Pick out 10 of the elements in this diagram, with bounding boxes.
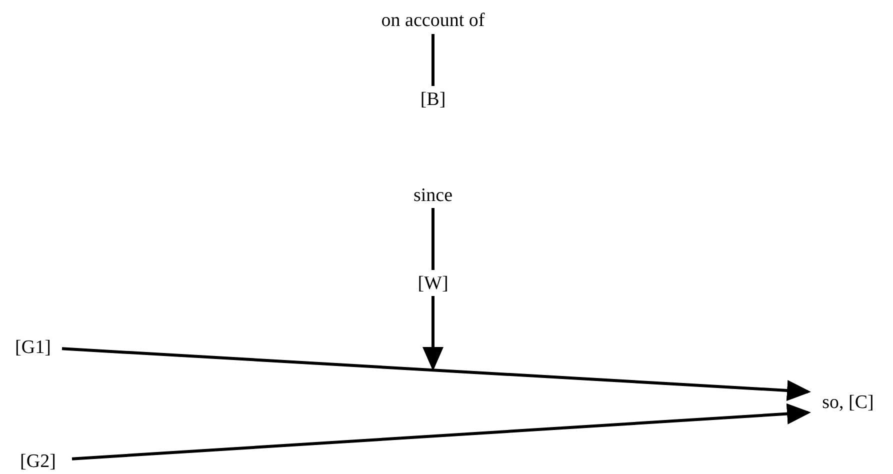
node-text: [W] (413, 270, 453, 296)
arrow (422, 296, 444, 371)
node-text: [G1] (4, 338, 62, 356)
node-text: [G2] (4, 452, 72, 470)
arrow (62, 347, 811, 401)
node-text: on account of (373, 6, 493, 34)
node-text: so, [C] (808, 384, 888, 420)
arrow (72, 403, 811, 460)
node-text: [B] (415, 86, 451, 112)
node-text: since (405, 182, 461, 208)
